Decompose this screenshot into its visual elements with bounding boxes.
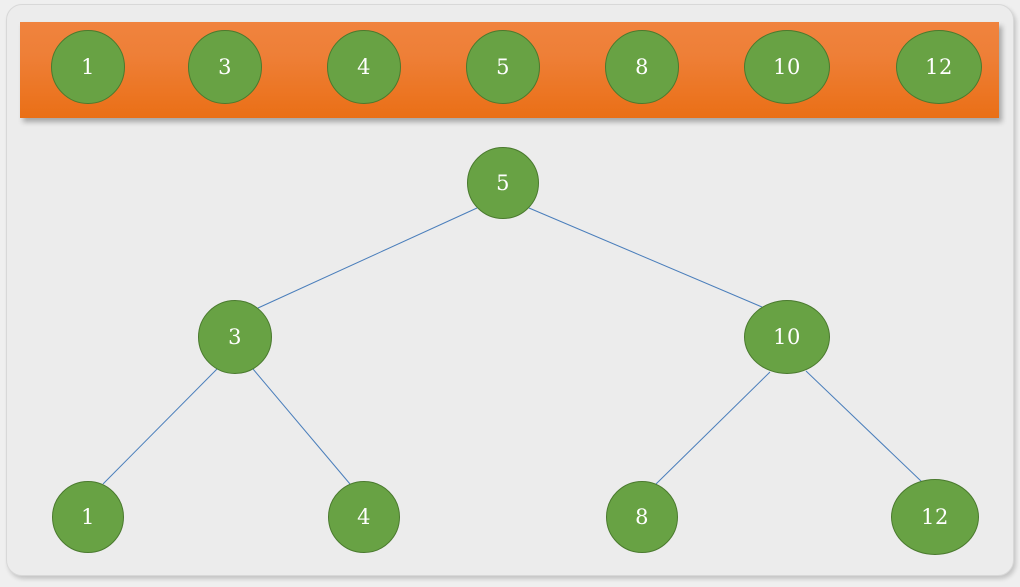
tree-node-4[interactable]: 4 [328,481,400,553]
array-node-1[interactable]: 1 [51,30,125,104]
array-node-4[interactable]: 4 [327,30,401,104]
tree-node-12[interactable]: 12 [891,479,979,555]
array-node-3[interactable]: 3 [188,30,262,104]
array-node-8[interactable]: 8 [605,30,679,104]
tree-node-1[interactable]: 1 [52,481,124,553]
array-node-5[interactable]: 5 [466,30,540,104]
tree-node-8[interactable]: 8 [606,481,678,553]
tree-node-5[interactable]: 5 [467,147,539,219]
array-node-12[interactable]: 12 [896,30,982,104]
array-node-10[interactable]: 10 [744,30,830,104]
tree-node-10[interactable]: 10 [744,300,830,374]
tree-node-3[interactable]: 3 [198,300,272,374]
